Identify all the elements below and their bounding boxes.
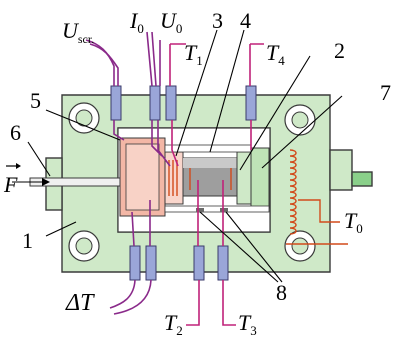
wire-uscr [85, 39, 125, 141]
label-force-text: F [3, 172, 18, 197]
leaders [27, 29, 343, 283]
callout-6: 6 [10, 120, 21, 145]
wire-t4 [249, 43, 264, 150]
wire-i0 [146, 31, 163, 157]
label-i0: I0 [129, 8, 144, 36]
wire-t2 [186, 180, 200, 326]
top-port-t4 [245, 85, 257, 121]
label-force: F [3, 163, 21, 197]
label-t1: T1 [184, 40, 203, 68]
wire-dt [109, 200, 152, 315]
bottom-port-t2 [193, 245, 205, 281]
corner-bolt [284, 104, 316, 136]
label-u0: U0 [160, 8, 182, 36]
label-t2: T2 [164, 310, 183, 338]
corner-bolt [284, 230, 316, 262]
wire-u0 [157, 40, 171, 167]
corner-bolt [68, 102, 100, 134]
callout-3: 3 [212, 8, 223, 33]
top-port-t1 [165, 85, 177, 121]
top-port-i0 [149, 85, 161, 121]
callout-8: 8 [276, 280, 287, 305]
label-delta-t: ΔT [65, 290, 95, 316]
bottom-port-t3 [217, 245, 229, 281]
heater-coil [286, 149, 348, 245]
wire-t3 [222, 180, 236, 326]
top-port-uscr [110, 85, 122, 121]
callout-2: 2 [334, 38, 345, 63]
label-u-scr: Uscr. [62, 18, 94, 46]
callout-5: 5 [30, 88, 41, 113]
callout-1: 1 [22, 228, 33, 253]
label-t3: T3 [238, 310, 257, 338]
label-t0: T0 [344, 208, 363, 236]
callout-4: 4 [240, 8, 251, 33]
corner-bolt [68, 230, 100, 262]
label-t4: T4 [266, 40, 285, 68]
callout-7: 7 [380, 80, 391, 105]
wire-t1 [169, 43, 186, 167]
force-arrow [12, 178, 50, 186]
